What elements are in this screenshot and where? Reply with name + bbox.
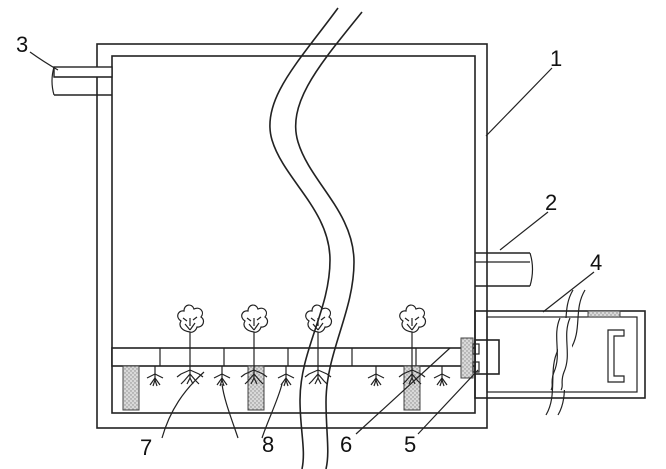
leader-lines [29, 51, 595, 439]
label-5: 5 [404, 432, 416, 457]
outlet-pipe [475, 252, 534, 287]
label-7: 7 [140, 435, 152, 460]
container-box [96, 43, 488, 429]
planting-board [111, 347, 476, 367]
label-6: 6 [340, 432, 352, 457]
label-1: 1 [550, 46, 562, 71]
label-4: 4 [590, 250, 602, 275]
fixing-block [460, 337, 500, 379]
side-channel [474, 289, 646, 416]
break-lines [269, 7, 363, 469]
label-3: 3 [16, 32, 28, 57]
inlet-pipe [51, 66, 113, 96]
label-8: 8 [262, 432, 274, 457]
plants [146, 304, 451, 387]
label-2: 2 [545, 190, 557, 215]
